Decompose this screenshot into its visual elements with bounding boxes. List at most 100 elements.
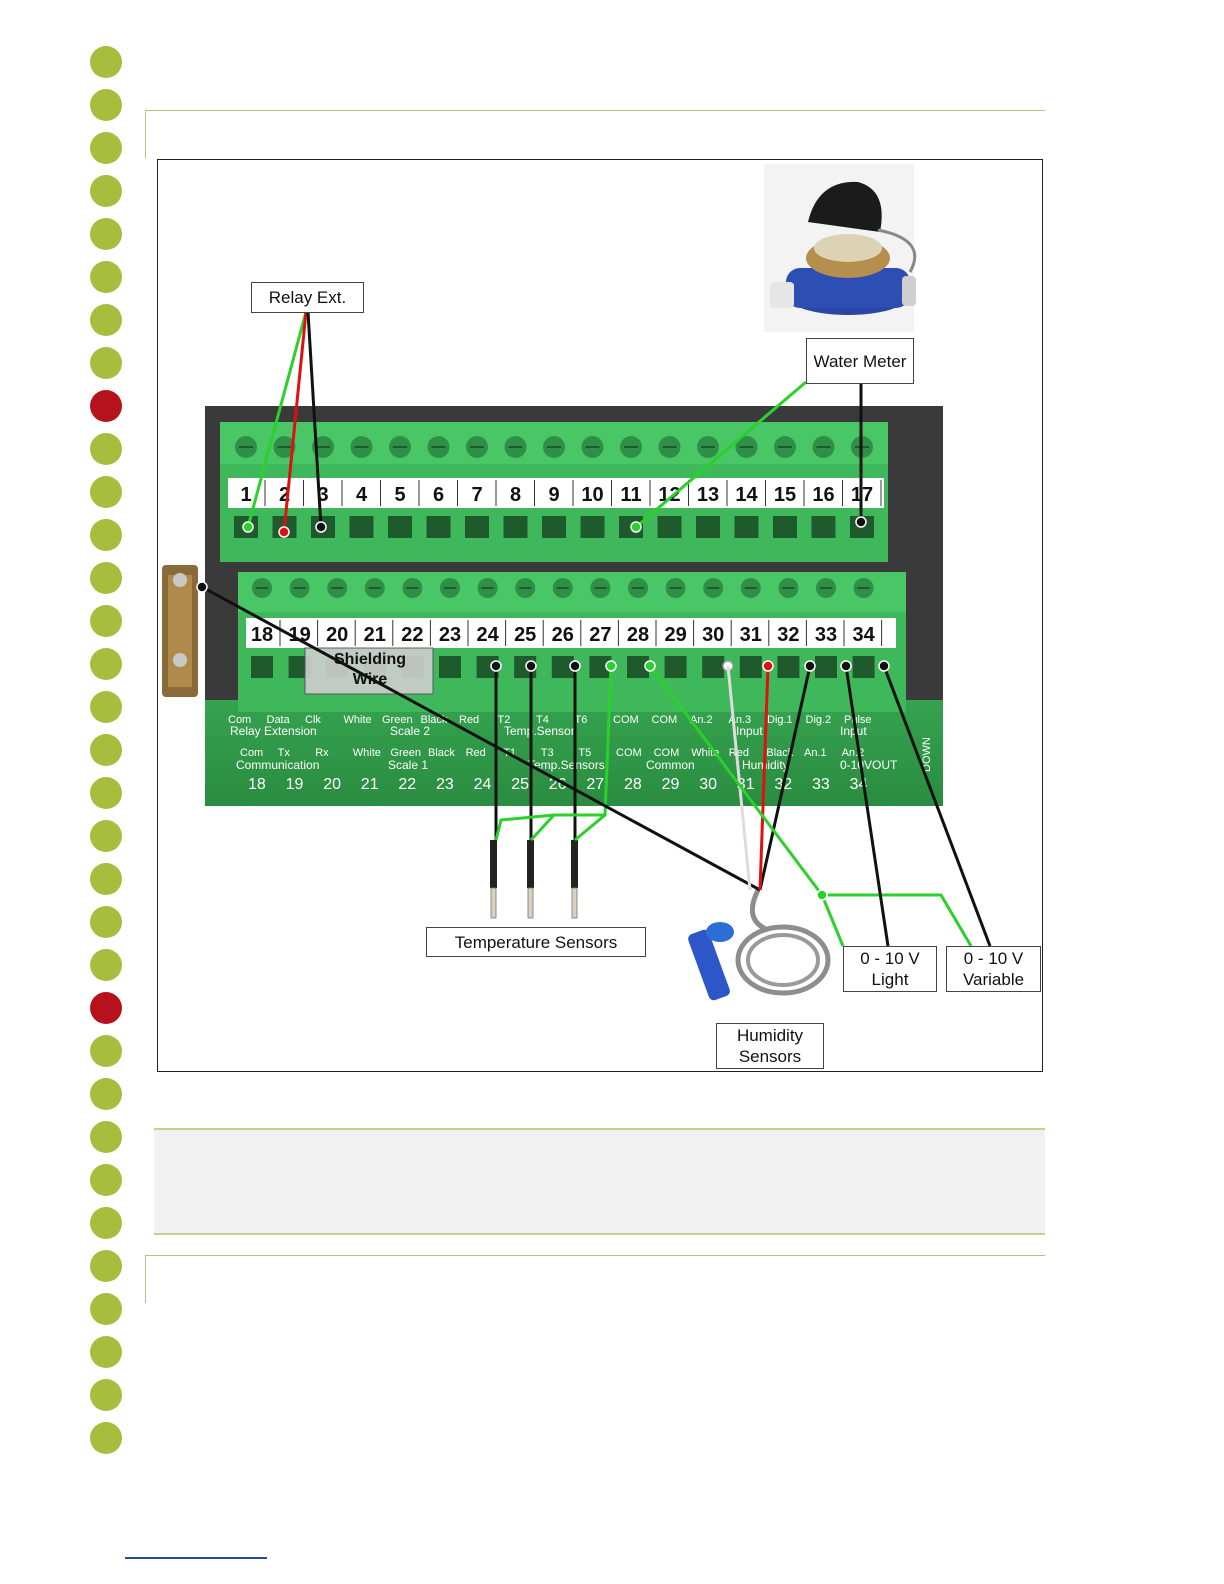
margin-dot [90,89,122,121]
pcb-label: COM [652,714,678,726]
margin-dot [90,347,122,379]
pcb-label: 21 [361,776,379,793]
pcb-label: Relay Extension [230,724,317,738]
terminal-number: 33 [815,624,837,646]
margin-dot [90,949,122,981]
pcb-label: An.2 [690,714,713,726]
margin-dot-red [90,992,122,1024]
callout-variable: 0 - 10 V Variable [946,946,1041,992]
pcb-label: T3 [541,747,554,759]
margin-dot [90,1207,122,1239]
pcb-label: Com [240,747,263,759]
wire [282,311,308,533]
terminal-number: 8 [510,484,521,506]
pcb-label: Pulse [844,714,872,726]
margin-dot [90,863,122,895]
pcb-label: Input [736,724,763,738]
pcb-label: 20 [323,776,341,793]
margin-dot [90,562,122,594]
pcb-label: Red [459,714,479,726]
terminal-number: 34 [852,624,875,646]
bottom-rule-tick [145,1255,146,1303]
terminal-hole [503,516,528,538]
terminal-number: 2 [279,484,290,506]
wire [246,311,308,528]
pcb-label: Black [766,747,793,759]
wire-endpoint [315,521,327,533]
pcb-label: Green [382,714,413,726]
pcb-label: Red [466,747,486,759]
pcb-label: Data [267,714,291,726]
wire-endpoint [762,660,774,672]
pcb-label: Com [228,714,251,726]
pcb-label: 30 [699,776,717,793]
terminal-hole [465,516,489,538]
terminal-number: 29 [664,624,686,646]
margin-dot [90,691,122,723]
margin-dot [90,820,122,852]
wire [758,665,770,891]
terminal-hole [426,516,451,538]
terminal-number: 11 [620,484,641,506]
pcb-label: 25 [511,776,529,793]
margin-dot [90,1250,122,1282]
wire [882,665,992,947]
pcb-label: White [353,747,381,759]
terminal-hole [696,516,720,538]
margin-dot [90,304,122,336]
margin-dot [90,1121,122,1153]
terminal-number: 26 [552,624,574,646]
margin-dot [90,1379,122,1411]
terminal-hole [439,656,461,678]
margin-dot [90,1164,122,1196]
pcb-label: Common [646,758,695,772]
wire [574,813,606,842]
pcb-label: Input [840,724,867,738]
pcb-label: 24 [474,776,492,793]
margin-dot [90,433,122,465]
terminal-hole [251,656,273,678]
terminal-hole [542,516,566,538]
pcb-label: 23 [436,776,454,793]
terminal-number: 16 [812,484,834,506]
terminal-number: 10 [581,484,603,506]
terminal-hole [734,516,759,538]
wire-endpoint [490,660,502,672]
terminal-number: 1 [240,484,251,506]
margin-dot [90,175,122,207]
margin-dot [90,734,122,766]
terminal-number: 22 [401,624,423,646]
pcb-label: T4 [536,714,549,726]
pcb-label: 22 [398,776,416,793]
wire [306,311,323,528]
footer-underline [125,1557,267,1559]
terminal-number: 18 [251,624,273,646]
wire-endpoint [804,660,816,672]
terminal-number: 28 [627,624,649,646]
margin-dot [90,46,122,78]
wire [820,894,845,947]
terminal-number: 4 [356,484,368,506]
pcb-label: COM [613,714,639,726]
callout-relay-ext: Relay Ext. [251,282,364,313]
terminal-hole [589,656,612,678]
wire-endpoint [196,581,208,593]
wire-endpoint [242,521,254,533]
wire [844,665,890,947]
pcb-label: 0-10VOUT [840,758,898,772]
pcb-label: Clk [305,714,321,726]
margin-dot-red [90,390,122,422]
wire [201,585,761,892]
ground-bar [162,565,198,697]
pcb-label: 33 [812,776,830,793]
callout-water-meter: Water Meter [806,338,914,384]
margin-dot [90,1422,122,1454]
terminal-hole [388,516,412,538]
pcb-label: Tx [278,747,291,759]
margin-dot [90,1035,122,1067]
terminal-number: 14 [735,484,758,506]
margin-dot [90,605,122,637]
top-rule [145,110,1045,111]
